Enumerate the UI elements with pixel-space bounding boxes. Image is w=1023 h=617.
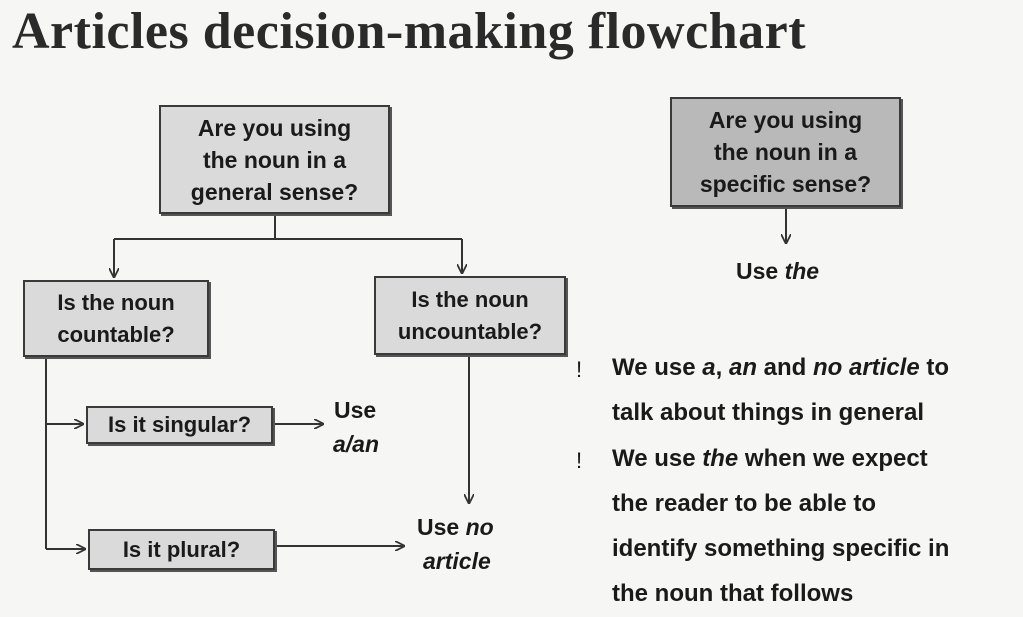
outcome-use-the: Use the	[736, 258, 820, 284]
node-specific-sense: Are you using the noun in a specific sen…	[670, 97, 901, 207]
outcome-use-a-an: Use a/an	[333, 397, 380, 457]
node-countable: Is the noun countable?	[23, 280, 209, 357]
bullet-mark: !	[576, 357, 583, 382]
node-uncountable: Is the noun uncountable?	[374, 276, 566, 355]
page-title: Articles decision-making flowchart	[12, 3, 807, 60]
note-specific-article: We use the when we expect the reader to …	[612, 445, 950, 607]
node-singular: Is it singular?	[86, 406, 273, 444]
outcome-use-no-article: Use no article	[417, 514, 494, 574]
note-general-articles: We use a, an and no article to talk abou…	[612, 354, 950, 426]
node-general-sense: Are you using the noun in a general sens…	[159, 105, 390, 214]
node-plural: Is it plural?	[88, 529, 275, 570]
bullet-mark: !	[576, 448, 583, 473]
